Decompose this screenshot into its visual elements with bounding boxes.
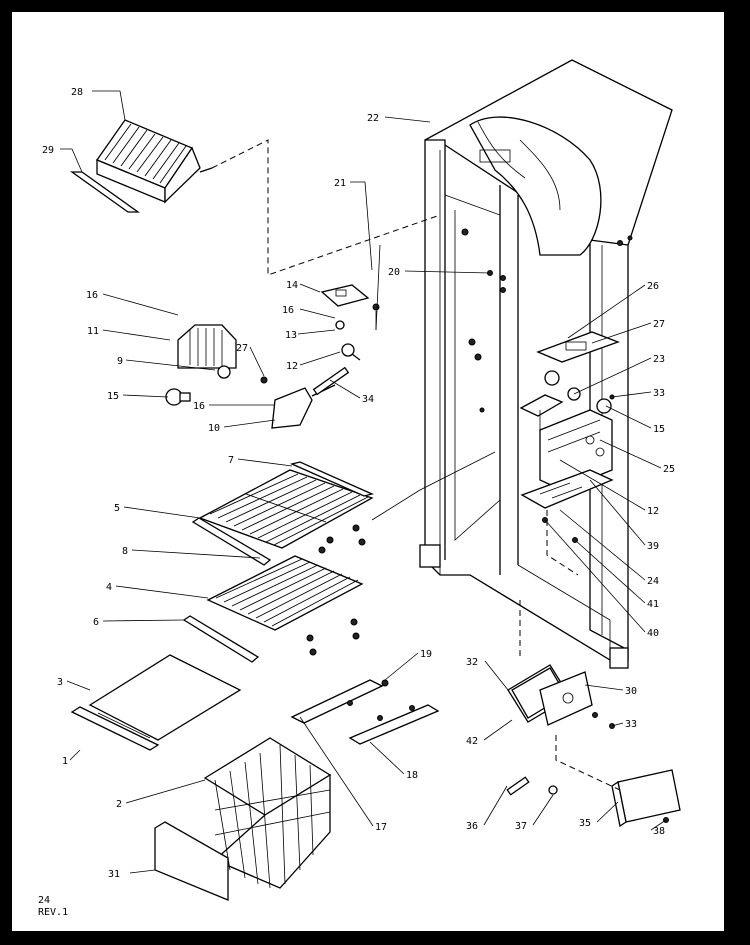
callout-27-right: 27 — [653, 319, 665, 330]
callout-26: 26 — [647, 281, 659, 292]
control-light-assembly — [519, 331, 620, 576]
callout-40: 40 — [647, 628, 659, 639]
callout-37: 37 — [515, 821, 527, 832]
callout-30: 30 — [625, 686, 637, 697]
callout-17: 17 — [375, 822, 387, 833]
callout-labels: 28 29 16 11 9 15 16 10 27 21 22 20 14 16… — [42, 87, 675, 880]
callout-19: 19 — [420, 649, 432, 660]
callout-9: 9 — [117, 356, 123, 367]
callout-28: 28 — [71, 87, 83, 98]
page-number: 24 — [38, 895, 50, 906]
callout-4: 4 — [106, 582, 112, 593]
callout-16-fan: 16 — [86, 290, 98, 301]
callout-33-upper: 33 — [653, 388, 665, 399]
callout-35: 35 — [579, 818, 591, 829]
basket-rails — [290, 679, 440, 745]
callout-33-lower: 33 — [625, 719, 637, 730]
callout-32: 32 — [466, 657, 478, 668]
callout-42: 42 — [466, 736, 478, 747]
upper-shelf — [191, 451, 496, 566]
callout-25: 25 — [663, 464, 675, 475]
fan-light-assembly — [165, 244, 381, 429]
callout-12-left: 12 — [286, 361, 298, 372]
callout-21: 21 — [334, 178, 346, 189]
callout-20: 20 — [388, 267, 400, 278]
callout-12-right: 12 — [647, 506, 659, 517]
callout-14: 14 — [286, 280, 298, 291]
callout-13: 13 — [285, 330, 297, 341]
callout-8: 8 — [122, 546, 128, 557]
callout-22: 22 — [367, 113, 379, 124]
callout-3: 3 — [57, 677, 63, 688]
callout-16-mid: 16 — [282, 305, 294, 316]
lower-shelf — [182, 555, 364, 663]
cabinet-liner — [419, 59, 673, 669]
callout-leader-lines — [60, 90, 667, 874]
callout-27-left: 27 — [236, 343, 248, 354]
glass-shelf — [70, 654, 242, 751]
callout-23: 23 — [653, 354, 665, 365]
revision-label: REV.1 — [38, 907, 68, 918]
callout-2: 2 — [116, 799, 122, 810]
callout-15-left: 15 — [107, 391, 119, 402]
callout-10: 10 — [208, 423, 220, 434]
callout-36: 36 — [466, 821, 478, 832]
callout-15-right: 15 — [653, 424, 665, 435]
callout-39: 39 — [647, 541, 659, 552]
ice-tray-dashed-line — [211, 139, 441, 276]
callout-5: 5 — [114, 503, 120, 514]
callout-16-left: 16 — [193, 401, 205, 412]
dispenser-assembly — [506, 600, 681, 828]
callout-29: 29 — [42, 145, 54, 156]
callout-34: 34 — [362, 394, 374, 405]
ice-tray-assembly — [69, 119, 213, 213]
wire-basket — [154, 737, 332, 901]
callout-6: 6 — [93, 617, 99, 628]
callout-31: 31 — [108, 869, 120, 880]
callout-11: 11 — [87, 326, 99, 337]
callout-7: 7 — [228, 455, 234, 466]
callout-1: 1 — [62, 756, 68, 767]
callout-38: 38 — [653, 826, 665, 837]
callout-41: 41 — [647, 599, 659, 610]
callout-18: 18 — [406, 770, 418, 781]
callout-24: 24 — [647, 576, 659, 587]
